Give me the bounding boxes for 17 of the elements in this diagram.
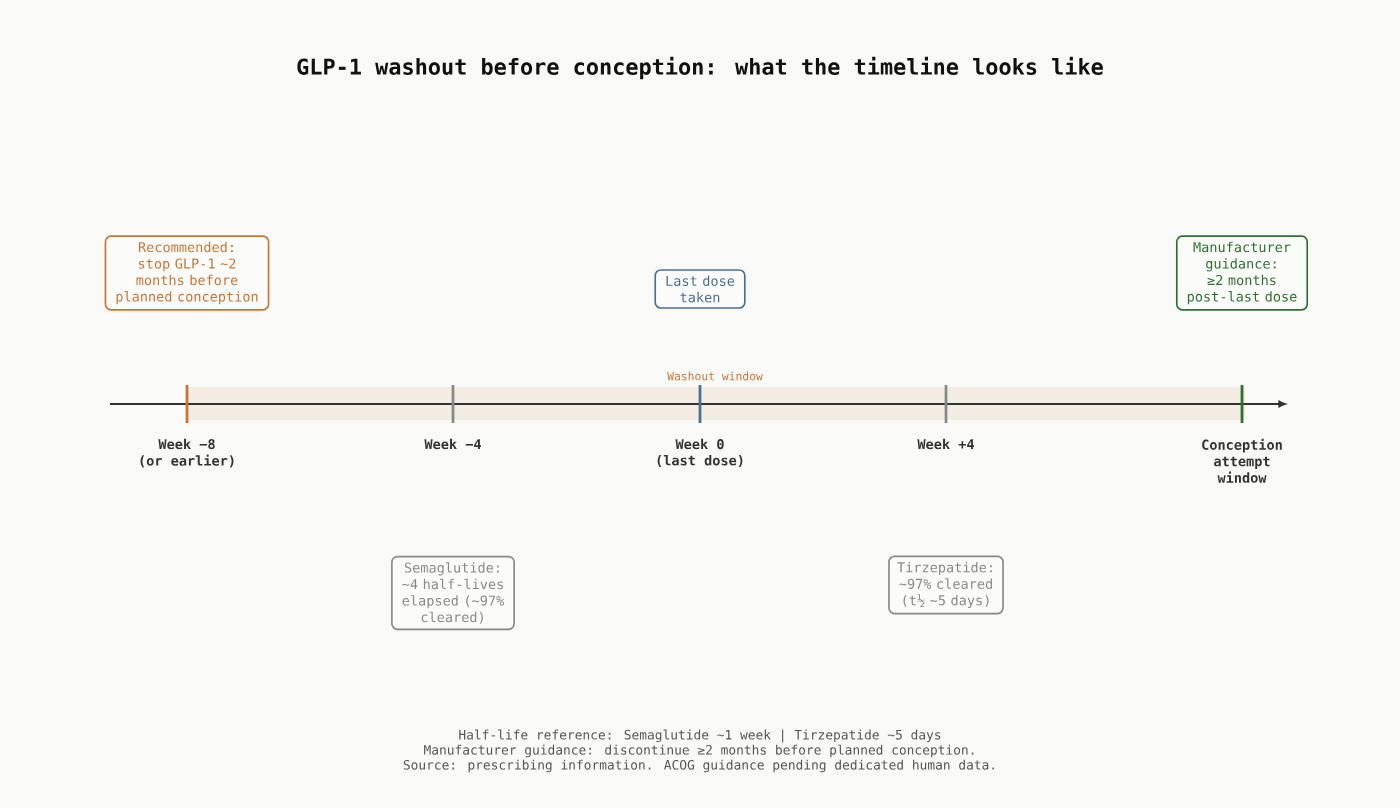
tick-label: (or earlier) (140, 454, 234, 468)
tick-label: Week −4 (424, 438, 481, 450)
tick-label: Week 0 (675, 438, 724, 450)
tick-label: Week −8 (158, 438, 215, 450)
tick-label: (last dose) (657, 454, 743, 468)
callout-box: Tirzepatide: ~97% cleared (t½ ~5 days) (888, 555, 1004, 615)
callout-box: Last dose taken (654, 269, 746, 309)
callout-box: Manufacturer guidance: ≥2 months post-last dose (1175, 235, 1309, 311)
footnote: Manufacturer guidance: discontinue ≥2 months before planned conception. (424, 744, 974, 758)
callout-box: Semaglutide: ~4 half-lives elapsed (~97% cleared) (391, 555, 515, 631)
footnote: Source: prescribing information. ACOG guidance pending dedicated human data. (403, 759, 994, 773)
tick-label: Week +4 (917, 438, 974, 450)
callout-box: Recommended: stop GLP-1 ~2 months before planned conception (104, 235, 270, 311)
title: GLP-1 washout before conception: what the timeline looks like (297, 56, 1103, 80)
band-label: Washout window (667, 371, 763, 381)
footnote: Half-life reference: Semaglutide ~1 week | Tirzepatide ~5 days (459, 729, 941, 743)
tick-label: Conception attempt window (1202, 438, 1282, 483)
